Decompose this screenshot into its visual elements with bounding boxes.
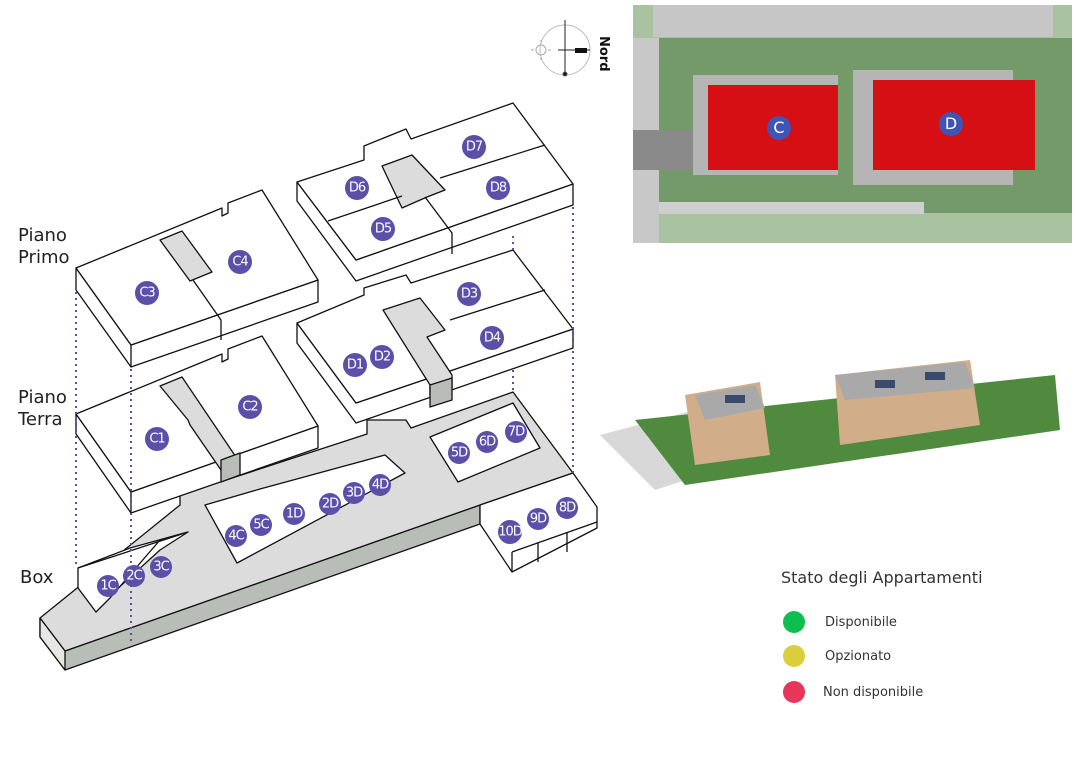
floor-label-piano-primo: Piano Primo (18, 225, 70, 268)
box-marker-2c[interactable]: 2C (123, 565, 145, 587)
status-dot-red-icon (783, 681, 805, 703)
svg-text:D7: D7 (466, 140, 483, 155)
compass: Nord (531, 20, 611, 77)
apartment-marker-d6[interactable]: D6 (345, 176, 369, 200)
svg-text:1C: 1C (100, 579, 116, 594)
svg-text:D4: D4 (484, 331, 501, 346)
svg-text:D6: D6 (349, 181, 366, 196)
svg-text:D8: D8 (490, 181, 507, 196)
box-marker-9d[interactable]: 9D (527, 508, 549, 530)
box-marker-7d[interactable]: 7D (505, 421, 527, 443)
apartment-marker-c3[interactable]: C3 (135, 281, 159, 305)
legend-item-disponibile: Disponibile (783, 611, 897, 633)
svg-text:3D: 3D (346, 486, 363, 501)
apartment-marker-c1[interactable]: C1 (145, 427, 169, 451)
building-d-piano-primo (296, 102, 574, 282)
apartment-marker-d4[interactable]: D4 (480, 326, 504, 350)
apartment-marker-d7[interactable]: D7 (462, 135, 486, 159)
svg-text:D3: D3 (461, 287, 478, 302)
site-marker-d[interactable]: D (939, 112, 963, 136)
floor-label-piano-terra: Piano Terra (18, 387, 67, 430)
svg-text:8D: 8D (559, 501, 576, 516)
site-marker-c[interactable]: C (767, 116, 791, 140)
box-marker-4d[interactable]: 4D (369, 474, 391, 496)
apartment-marker-d3[interactable]: D3 (457, 282, 481, 306)
box-marker-1c[interactable]: 1C (97, 575, 119, 597)
legend-title: Stato degli Appartamenti (781, 568, 983, 587)
status-dot-yellow-icon (783, 645, 805, 667)
legend-item-non-disponibile: Non disponibile (783, 681, 923, 703)
svg-text:2D: 2D (322, 497, 339, 512)
building-c-piano-primo (75, 189, 319, 368)
svg-text:C4: C4 (232, 255, 248, 270)
svg-text:2C: 2C (126, 569, 142, 584)
box-marker-1d[interactable]: 1D (283, 503, 305, 525)
box-marker-5d[interactable]: 5D (448, 442, 470, 464)
svg-text:C1: C1 (149, 432, 165, 447)
compass-north-label: Nord (596, 36, 611, 72)
building-c-piano-terra (75, 335, 319, 514)
box-marker-2d[interactable]: 2D (319, 493, 341, 515)
svg-text:5C: 5C (253, 518, 269, 533)
apartment-marker-d1[interactable]: D1 (343, 353, 367, 377)
svg-text:1D: 1D (286, 507, 303, 522)
status-dot-green-icon (783, 611, 805, 633)
site-plan-map: C D (633, 5, 1072, 243)
svg-text:4C: 4C (228, 529, 244, 544)
building-d-piano-terra (296, 249, 574, 424)
box-marker-10d[interactable]: 10D (498, 520, 524, 544)
svg-text:D1: D1 (347, 358, 364, 373)
box-marker-3c[interactable]: 3C (150, 556, 172, 578)
svg-text:7D: 7D (508, 425, 525, 440)
box-marker-6d[interactable]: 6D (476, 431, 498, 453)
building-render-image (600, 360, 1060, 490)
svg-text:D2: D2 (374, 350, 390, 365)
svg-text:D5: D5 (375, 222, 392, 237)
floor-label-box: Box (20, 567, 54, 588)
svg-text:5D: 5D (451, 446, 468, 461)
box-marker-8d[interactable]: 8D (556, 497, 578, 519)
apartment-marker-c4[interactable]: C4 (228, 250, 252, 274)
apartment-marker-d8[interactable]: D8 (486, 176, 510, 200)
svg-text:3C: 3C (153, 560, 169, 575)
svg-text:4D: 4D (372, 478, 389, 493)
apartment-marker-d5[interactable]: D5 (371, 217, 395, 241)
dotted-guides (75, 207, 574, 642)
legend-item-opzionato: Opzionato (783, 645, 891, 667)
sun-icon (531, 40, 551, 60)
svg-text:C3: C3 (139, 286, 155, 301)
svg-text:10D: 10D (498, 525, 523, 540)
apartment-marker-d2[interactable]: D2 (370, 345, 394, 369)
svg-text:C2: C2 (242, 400, 257, 415)
box-marker-3d[interactable]: 3D (343, 482, 365, 504)
svg-text:9D: 9D (530, 512, 547, 527)
box-marker-4c[interactable]: 4C (225, 525, 247, 547)
apartment-marker-c2[interactable]: C2 (238, 395, 262, 419)
svg-text:6D: 6D (479, 435, 496, 450)
box-marker-5c[interactable]: 5C (250, 514, 272, 536)
